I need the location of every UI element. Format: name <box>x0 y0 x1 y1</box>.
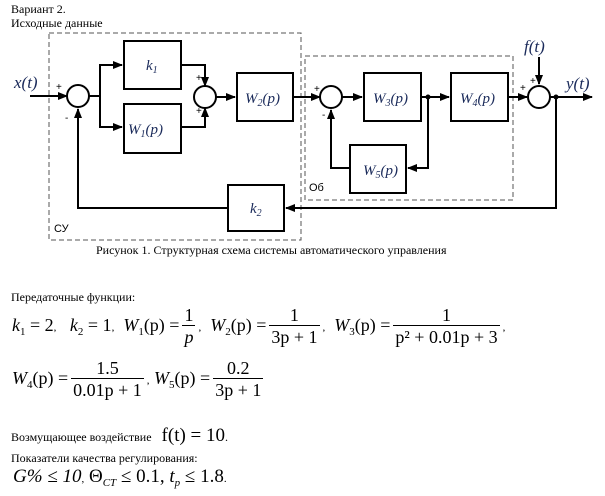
transfer-functions-heading: Передаточные функции: <box>11 290 136 304</box>
sign-sum2-bottom: + <box>196 106 202 117</box>
controller-zone-label: СУ <box>54 223 70 235</box>
eq-k2: k2 = 1 <box>69 314 112 338</box>
quality-criteria: G% ≤ 10, ΘCT ≤ 0.1, tp ≤ 1.8. <box>13 466 227 489</box>
line-to-w5 <box>407 97 429 172</box>
line-w5-to-sum3 <box>327 109 350 169</box>
sign-sum2-top: + <box>196 73 202 84</box>
object-zone <box>304 55 514 201</box>
block-k1-label: k1 <box>146 58 158 76</box>
sign-sum4-dist: + <box>530 76 536 87</box>
variant-title: Вариант 2. <box>11 2 66 16</box>
line-to-w1 <box>99 96 123 131</box>
summing-junction-3 <box>319 85 343 109</box>
block-w4-label: W4(p) <box>460 91 495 109</box>
block-w1 <box>123 103 182 154</box>
eq-k1: k1 = 2 <box>12 314 54 338</box>
disturbance-value: f(t) = 10 <box>161 425 226 446</box>
summing-junction-1 <box>66 84 90 108</box>
block-diagram: СУ Об x(t) + - k1 W1(p) + + W2(p) + - W3… <box>13 32 593 241</box>
object-zone-label: Об <box>309 182 324 194</box>
sign-sum1-in: + <box>56 82 62 93</box>
static-error-criterion: ΘCT ≤ 0.1 <box>88 466 160 489</box>
disturbance-signal-label: f(t) <box>524 37 545 56</box>
input-signal-label: x(t) <box>13 73 38 92</box>
overshoot-criterion: G% ≤ 10 <box>13 466 82 487</box>
sign-sum3-in: + <box>314 84 320 95</box>
block-w3 <box>363 72 422 122</box>
block-w5-label: W5(p) <box>363 163 398 181</box>
line-to-k1 <box>89 61 123 97</box>
line-k2-to-sum1 <box>74 108 228 209</box>
line-w1-to-sum2 <box>181 107 209 128</box>
controller-zone <box>48 32 302 241</box>
disturbance-label: Возмущающее воздействие <box>11 430 152 444</box>
block-w1-label: W1(p) <box>128 122 163 140</box>
summing-junction-4 <box>527 85 551 109</box>
sign-sum3-fb: - <box>322 110 325 121</box>
block-k2-label: k2 <box>250 201 262 219</box>
settling-time-criterion: tp ≤ 1.8 <box>169 466 224 489</box>
block-w5 <box>349 144 407 194</box>
quality-heading: Показатели качества регулирования: <box>11 451 198 465</box>
output-signal-label: y(t) <box>564 74 590 93</box>
sign-sum1-fb: - <box>65 113 68 124</box>
sign-sum4-in: + <box>520 83 526 94</box>
block-w2-label: W2(p) <box>245 91 280 109</box>
block-w2 <box>236 72 294 122</box>
figure-caption: Рисунок 1. Структурная схема системы авт… <box>96 243 447 257</box>
main-feedback-line <box>285 97 557 212</box>
block-w3-label: W3(p) <box>373 91 408 109</box>
disturbance-row: Возмущающее воздействие f(t) = 10. <box>11 425 229 446</box>
initial-data-heading: Исходные данные <box>11 16 103 30</box>
summing-junction-2 <box>193 85 217 109</box>
line-k1-to-sum2 <box>181 64 209 87</box>
